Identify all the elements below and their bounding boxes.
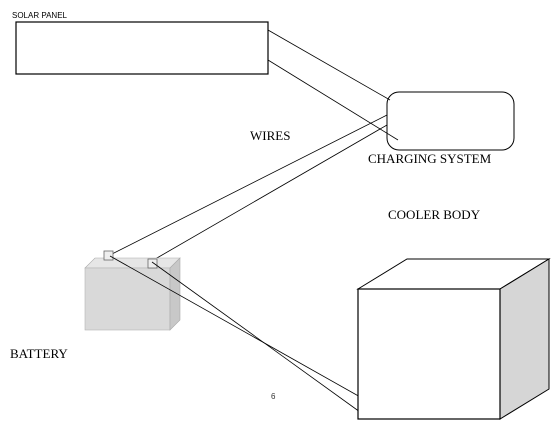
- wire-solar-to-charger-bottom: [267, 59, 399, 141]
- solar-panel-box: [15, 21, 269, 75]
- wire-solar-to-charger-top: [267, 29, 391, 101]
- battery-label: BATTERY: [10, 346, 68, 361]
- page-number: 6: [271, 392, 276, 401]
- charging-system-label: CHARGING SYSTEM: [368, 151, 492, 166]
- wire-battery-to-cooler-2: [151, 261, 361, 413]
- charging-system-box: [386, 91, 515, 151]
- solar-panel-label: SOLAR PANEL: [12, 11, 67, 20]
- wire-battery-to-cooler-1: [109, 255, 363, 399]
- cooler-body-label: COOLER BODY: [388, 207, 481, 222]
- battery-terminal-left: [103, 250, 114, 261]
- wires-label: WIRES: [250, 128, 291, 143]
- wire-charger-to-battery-2: [149, 124, 388, 263]
- wire-charger-to-battery-1: [109, 114, 388, 256]
- battery-terminal-right: [147, 258, 158, 269]
- battery-icon: [84, 250, 181, 331]
- cooler-body-box: [356, 258, 551, 420]
